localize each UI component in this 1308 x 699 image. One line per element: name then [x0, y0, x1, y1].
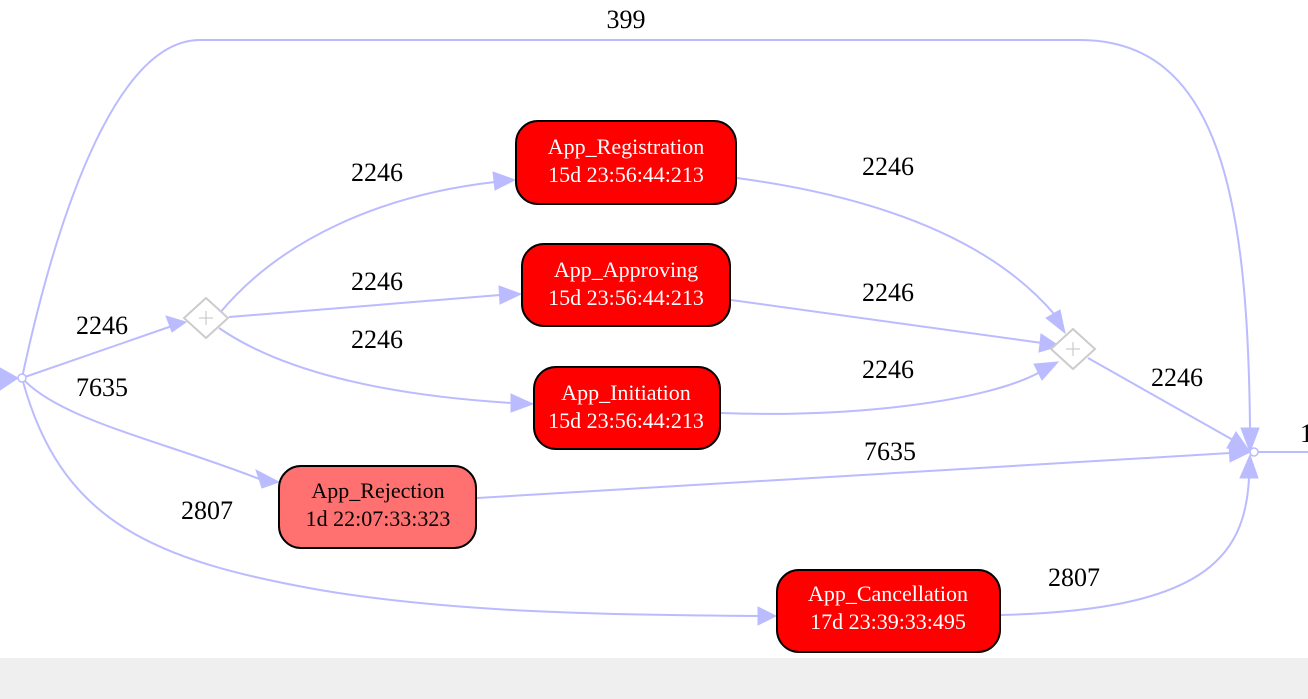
join-gateway[interactable] — [1049, 327, 1097, 371]
node-app-cancellation[interactable]: App_Cancellation 17d 23:39:33:495 — [776, 569, 1001, 653]
node-app-cancellation-duration: 17d 23:39:33:495 — [810, 609, 966, 634]
node-app-initiation-duration: 15d 23:56:44:213 — [548, 408, 704, 433]
edge-start-to-end[interactable] — [21, 39, 1251, 431]
edge-label-start-to-rejection: 7635 — [76, 373, 128, 402]
node-app-initiation-box — [533, 366, 721, 450]
edge-label-initiation-to-join: 2246 — [862, 355, 914, 384]
arrowhead-split-to-initiation — [510, 393, 535, 413]
node-app-registration-name: App_Registration — [548, 134, 704, 159]
edge-start-to-cancellation[interactable] — [21, 377, 761, 617]
edge-split-to-approving[interactable] — [228, 294, 501, 318]
node-app-cancellation-name: App_Cancellation — [808, 581, 968, 606]
node-app-initiation[interactable]: App_Initiation 15d 23:56:44:213 — [533, 366, 721, 450]
edge-label-join-to-end: 2246 — [1151, 363, 1203, 392]
edge-label-split-to-registration: 2246 — [351, 158, 403, 187]
arrowhead-split-to-registration — [492, 171, 517, 191]
edge-label-start-to-end: 399 — [607, 5, 646, 34]
edge-label-start-to-cancellation: 2807 — [181, 496, 233, 525]
edge-label-split-to-approving: 2246 — [351, 267, 403, 296]
edge-label-start-to-split: 2246 — [76, 311, 128, 340]
edges — [0, 39, 1308, 626]
node-app-initiation-name: App_Initiation — [561, 380, 691, 405]
node-app-registration[interactable]: App_Registration 15d 23:56:44:213 — [515, 120, 737, 205]
arrowhead-rejection-to-end — [1228, 443, 1252, 463]
arrowhead-start-to-cancellation — [757, 606, 778, 626]
edge-join-to-end[interactable] — [1087, 357, 1234, 441]
edge-label-rejection-to-end: 7635 — [864, 437, 916, 466]
arrowhead-registration-to-join — [1045, 309, 1066, 335]
edge-label-end-out: 1 — [1300, 419, 1308, 448]
edge-initiation-to-join[interactable] — [720, 371, 1041, 415]
arrowhead-start-to-split — [165, 315, 188, 333]
arrowhead-initiation-to-join — [1033, 361, 1060, 381]
node-app-rejection[interactable]: App_Rejection 1d 22:07:33:323 — [278, 465, 477, 549]
node-app-rejection-box — [278, 465, 477, 549]
node-app-approving-box — [521, 243, 731, 327]
node-app-approving-name: App_Approving — [554, 257, 698, 282]
edge-label-split-to-initiation: 2246 — [351, 325, 403, 354]
arrowhead-start-to-end — [1240, 427, 1260, 454]
edge-label-approving-to-join: 2246 — [862, 278, 914, 307]
end-connector-dot[interactable] — [1249, 447, 1259, 457]
process-map-canvas: App_Registration 15d 23:56:44:213 App_Ap… — [0, 5, 1308, 653]
edge-split-to-initiation[interactable] — [218, 327, 513, 404]
start-connector-dot[interactable] — [17, 373, 27, 383]
arrowhead-split-to-approving — [498, 285, 523, 305]
arrowhead-start-to-rejection — [255, 468, 281, 489]
edge-cancellation-to-end[interactable] — [1000, 477, 1250, 616]
edge-split-to-registration[interactable] — [218, 181, 496, 315]
arrowhead-into-start — [0, 367, 19, 391]
node-app-registration-duration: 15d 23:56:44:213 — [548, 162, 704, 187]
edge-start-to-split[interactable] — [21, 325, 173, 379]
edge-start-to-rejection[interactable] — [21, 377, 263, 481]
node-app-registration-box — [515, 120, 737, 205]
node-app-rejection-duration: 1d 22:07:33:323 — [306, 506, 451, 531]
edge-label-registration-to-join: 2246 — [862, 152, 914, 181]
node-app-approving[interactable]: App_Approving 15d 23:56:44:213 — [521, 243, 731, 327]
edge-registration-to-join[interactable] — [736, 177, 1056, 316]
edge-label-cancellation-to-end: 2807 — [1048, 563, 1100, 592]
node-app-cancellation-box — [776, 569, 1001, 653]
edge-approving-to-join[interactable] — [730, 299, 1043, 344]
node-app-approving-duration: 15d 23:56:44:213 — [548, 285, 704, 310]
arrowhead-cancellation-to-end — [1239, 453, 1259, 479]
split-gateway[interactable] — [182, 296, 230, 340]
node-app-rejection-name: App_Rejection — [311, 478, 444, 503]
bottom-panel — [0, 658, 1308, 699]
edge-labels: 399 2246 7635 2807 2246 2246 2246 2246 2… — [76, 5, 1308, 592]
edge-rejection-to-end[interactable] — [476, 452, 1231, 499]
